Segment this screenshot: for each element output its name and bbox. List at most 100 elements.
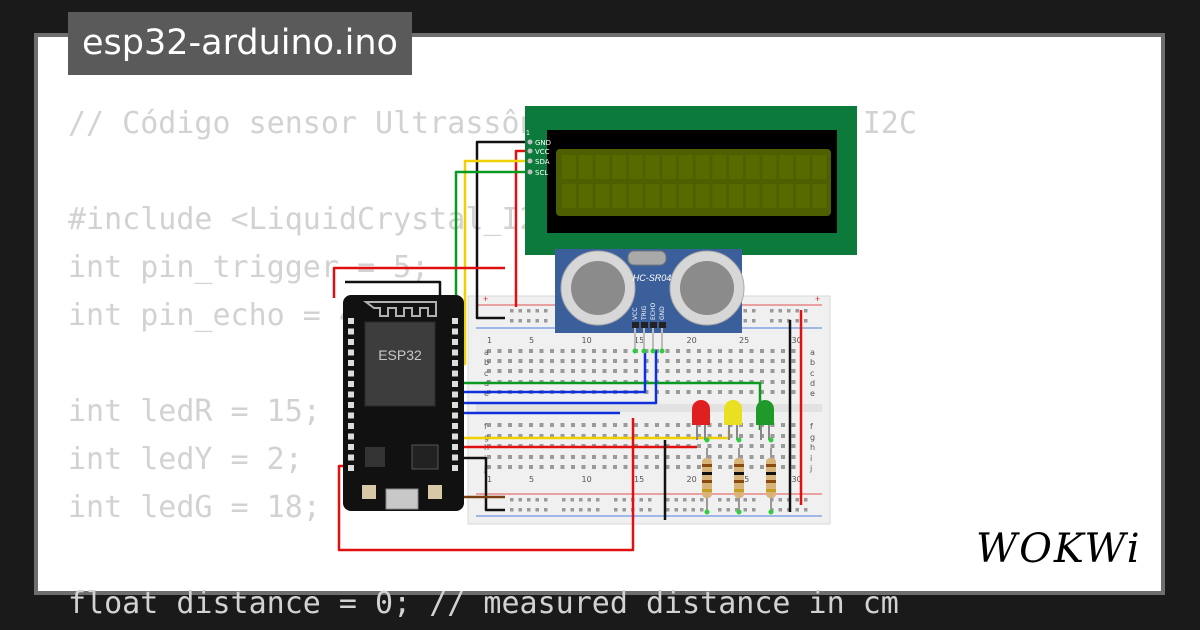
breadboard-hole (623, 434, 628, 438)
rail-hole (562, 498, 566, 502)
rail-hole (674, 508, 678, 512)
file-tab[interactable]: esp32-arduino.ino (68, 12, 412, 75)
breadboard-hole (686, 369, 691, 373)
rail-hole (804, 508, 808, 512)
breadboard-hole (581, 369, 586, 373)
led-yellow[interactable] (724, 400, 742, 440)
breadboard-hole (539, 349, 544, 353)
breadboard-hole (634, 423, 638, 427)
esp32-pin (452, 328, 458, 335)
rail-hole (804, 319, 808, 323)
code-line: float distance = 0; // measured distance… (68, 586, 899, 621)
lcd-cell (595, 155, 610, 179)
breadboard-hole (728, 349, 733, 353)
breadboard-hole (791, 444, 796, 448)
breadboard-hole (760, 359, 764, 363)
lcd-module: 1 GND VCC SDA SCL (525, 106, 857, 255)
lcd-cell (645, 184, 660, 208)
sensor-pin-label: TRIG (641, 305, 648, 321)
breadboard-hole (707, 455, 712, 459)
breadboard-hole (634, 465, 638, 469)
breadboard-hole (781, 455, 785, 459)
lcd-cell (779, 155, 794, 179)
reset-button[interactable] (428, 485, 442, 499)
lcd-cell (712, 184, 727, 208)
breadboard-hole (697, 444, 701, 448)
breadboard-hole (644, 465, 649, 469)
code-line: int pin_echo = 4; (68, 298, 376, 333)
breadboard-hole (529, 434, 533, 438)
esp32-pin (348, 433, 354, 440)
breadboard-hole (760, 465, 764, 469)
breadboard-hole (592, 349, 596, 353)
breadboard-hole (781, 444, 785, 448)
breadboard-hole (571, 359, 575, 363)
sensor-pin-label: ECHO (650, 303, 657, 320)
rail-hole (622, 508, 626, 512)
lcd-pin-label: SCL (535, 169, 548, 177)
esp32-board: ESP32 (343, 295, 464, 511)
esp32-pin (348, 465, 354, 471)
esp32-pin (452, 349, 458, 356)
breadboard-hole (518, 359, 523, 363)
breadboard-hole (518, 434, 523, 438)
breadboard-hole (508, 455, 512, 459)
breadboard-hole (718, 369, 722, 373)
breadboard-hole (581, 349, 586, 353)
breadboard-hole (728, 369, 733, 373)
breadboard-hole (665, 359, 670, 363)
rail-hole (743, 498, 747, 502)
breadboard-hole (781, 390, 785, 394)
breadboard-hole (602, 434, 607, 438)
breadboard-hole (508, 369, 512, 373)
rail-hole (691, 498, 695, 502)
esp32-pin (348, 360, 354, 366)
breadboard-hole (592, 455, 596, 459)
rail-hole (700, 498, 704, 502)
rail-hole (614, 498, 618, 502)
breadboard-hole (529, 423, 533, 427)
esp32-shield (364, 321, 436, 407)
breadboard-hole (697, 434, 701, 438)
rail-hole (648, 508, 652, 512)
breadboard-hole (613, 349, 617, 353)
breadboard-hole (602, 369, 607, 373)
breadboard-hole (560, 465, 565, 469)
column-number: 10 (582, 475, 592, 484)
resistor (702, 448, 712, 512)
lcd-cell (695, 155, 710, 179)
column-number: 20 (687, 336, 697, 345)
breadboard-hole (739, 369, 743, 373)
rail-hole (752, 309, 756, 313)
esp32-pin (452, 433, 458, 440)
lcd-cell (662, 184, 677, 208)
row-letter: i (810, 454, 812, 463)
breadboard-hole (749, 369, 754, 373)
breadboard-hole (770, 349, 775, 353)
breadboard-hole (770, 369, 775, 373)
breadboard-hole (571, 349, 575, 353)
breadboard-hole (623, 465, 628, 469)
breadboard-hole (581, 465, 586, 469)
breadboard-hole (781, 465, 785, 469)
breadboard-hole (760, 390, 764, 394)
boot-button[interactable] (362, 485, 376, 499)
esp32-pin (348, 444, 354, 450)
breadboard-hole (623, 349, 628, 353)
breadboard-hole (791, 369, 796, 373)
led-green[interactable] (756, 400, 774, 440)
breadboard-hole (560, 359, 565, 363)
row-letter: a (810, 348, 815, 357)
breadboard-hole (686, 390, 691, 394)
wire-black-gnd (475, 140, 530, 320)
breadboard-hole (613, 423, 617, 427)
breadboard-hole (550, 423, 554, 427)
lcd-cells (562, 155, 827, 208)
breadboard-hole (539, 455, 544, 459)
breadboard-hole (550, 434, 554, 438)
breadboard-hole (697, 465, 701, 469)
rail-hole (510, 319, 514, 323)
esp32-antenna (363, 301, 437, 317)
led-red[interactable] (692, 400, 710, 440)
